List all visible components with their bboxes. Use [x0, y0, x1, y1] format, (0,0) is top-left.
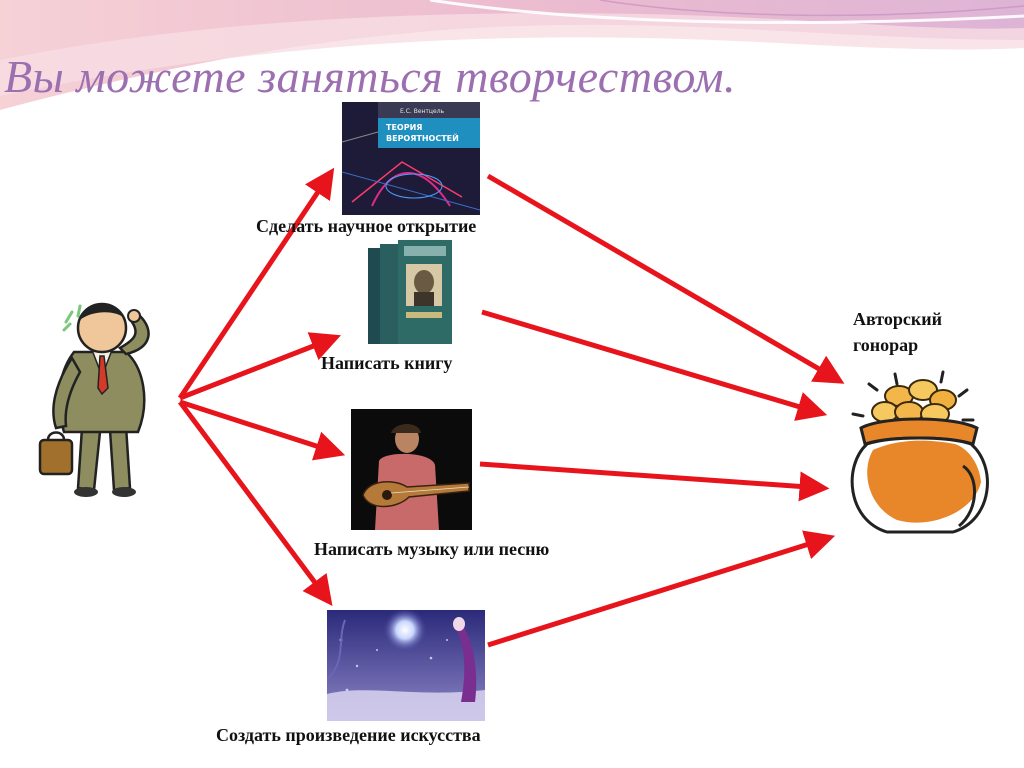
arrow-to-book [179, 332, 341, 401]
arrow-art-to-royalty [487, 530, 836, 648]
arrow-to-music [179, 399, 346, 461]
arrow-to-discovery [177, 167, 335, 400]
arrow-music-to-royalty [479, 461, 830, 502]
fantasy-night-artwork [327, 610, 485, 721]
arrow-discovery-to-royalty [486, 173, 845, 384]
arrow-book-to-royalty [481, 309, 828, 421]
activity-label-art: Создать произведение искусства [216, 725, 481, 745]
book-cover-title-1: ТЕОРИЯ [386, 123, 422, 132]
man-playing-guitar [351, 409, 472, 530]
book-cover-title-2: ВЕРОЯТНОСТЕЙ [386, 132, 459, 143]
outcome-label: Авторский гонорар [853, 309, 942, 355]
activity-label-discovery: Сделать научное открытие [256, 216, 477, 236]
book-cover-art: Е.С. Вентцель ТЕОРИЯ ВЕРОЯТНОСТЕЙ [342, 102, 480, 215]
activity-label-book: Написать книгу [321, 353, 453, 373]
activity-label-music: Написать музыку или песню [314, 539, 550, 559]
probability-theory-book-cover: Е.С. Вентцель ТЕОРИЯ ВЕРОЯТНОСТЕЙ [342, 102, 480, 215]
slide-title: Вы можете заняться творчеством. [4, 51, 737, 102]
header-wave-banner [0, 0, 1024, 110]
arrow-to-art [177, 400, 333, 607]
fantasy-art [327, 610, 485, 721]
book-cover-author: Е.С. Вентцель [400, 108, 445, 115]
guitar-player-art [351, 409, 472, 530]
businessman-thinking-icon [38, 302, 150, 497]
pot-of-gold-coins-icon [850, 370, 989, 534]
book-volumes [366, 238, 456, 348]
book-volumes-art [368, 240, 452, 344]
